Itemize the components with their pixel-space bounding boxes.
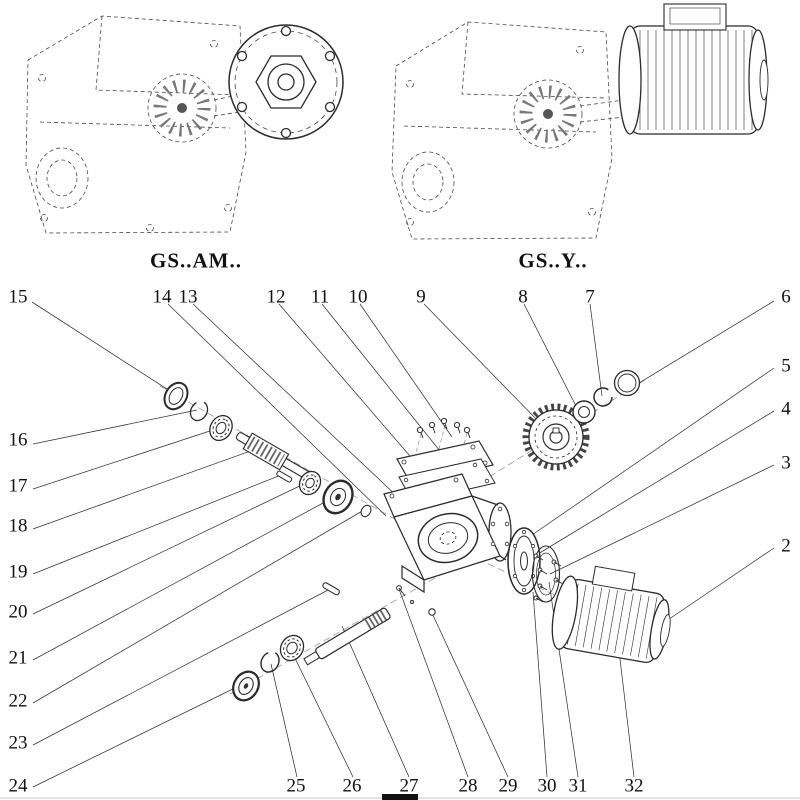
callout-16: 16 [8,429,28,451]
gearbox-ghost-gs-y [391,21,625,240]
callout-28: 28 [458,775,478,797]
page-frame-bottom [0,794,800,800]
callout-18: 18 [8,515,28,537]
callout-14: 14 [152,286,172,308]
cover-gasket-3 [531,545,561,603]
callout-12: 12 [266,286,286,308]
variant-label-gs-y: GS..Y.. [518,248,588,273]
callout-19: 19 [8,561,28,583]
callout-15: 15 [8,286,28,308]
callout-2: 2 [781,535,791,557]
motor-flange-end [618,25,642,135]
callout-20: 20 [8,601,28,623]
callout-11: 11 [310,286,330,308]
output-flange-gs-am [228,24,344,140]
circlip-25 [260,651,280,673]
callout-4: 4 [781,398,791,420]
key-19 [276,470,293,483]
motor-exploded-32 [551,565,671,664]
worm-gear-21 [322,479,354,515]
washer-29 [428,608,436,616]
screw-28 [396,585,414,604]
output-shaft-27 [303,607,391,666]
callout-3: 3 [781,452,791,474]
circlip-7 [593,387,613,407]
callout-26: 26 [342,775,362,797]
callout-22: 22 [8,690,28,712]
callout-21: 21 [8,647,28,669]
oil-seal-24 [232,670,260,702]
side-cover-4 [507,527,541,595]
callout-27: 27 [399,775,419,797]
callout-30: 30 [537,775,557,797]
callout-13: 13 [178,286,198,308]
callout-17: 17 [8,475,28,497]
washer-8 [572,400,596,424]
callout-5: 5 [781,355,791,377]
bearing-17 [209,414,233,442]
callout-29: 29 [498,775,518,797]
input-shaft-hatch [147,73,217,143]
variant-label-gs-am: GS..AM.. [150,248,242,273]
motor-mount-flange-2 [551,575,579,650]
callout-6: 6 [781,286,791,308]
oil-seal-15 [163,381,189,411]
leader-lines [31,300,775,788]
bearing-20 [298,470,322,496]
motor-gs-y [618,3,769,135]
helical-gear-9 [522,403,590,471]
circlip-16 [189,400,209,422]
cover-screws-10 [416,417,471,439]
ring-6 [613,369,641,397]
flange-bolts-30-31 [533,553,564,603]
housing-foot [401,564,425,594]
callout-7: 7 [585,286,595,308]
bearing-26 [279,634,305,662]
callout-25: 25 [286,775,306,797]
callout-10: 10 [348,286,368,308]
gear-housing [383,473,512,594]
callout-8: 8 [518,286,528,308]
callout-31: 31 [568,775,588,797]
input-shaft-hatch-2 [513,79,583,149]
gearbox-ghost-gs-am [25,15,253,234]
callout-24: 24 [8,775,28,797]
callout-9: 9 [416,286,426,308]
callout-32: 32 [624,775,644,797]
pin-23 [322,582,340,596]
callout-23: 23 [8,732,28,754]
ring-22 [360,504,372,518]
